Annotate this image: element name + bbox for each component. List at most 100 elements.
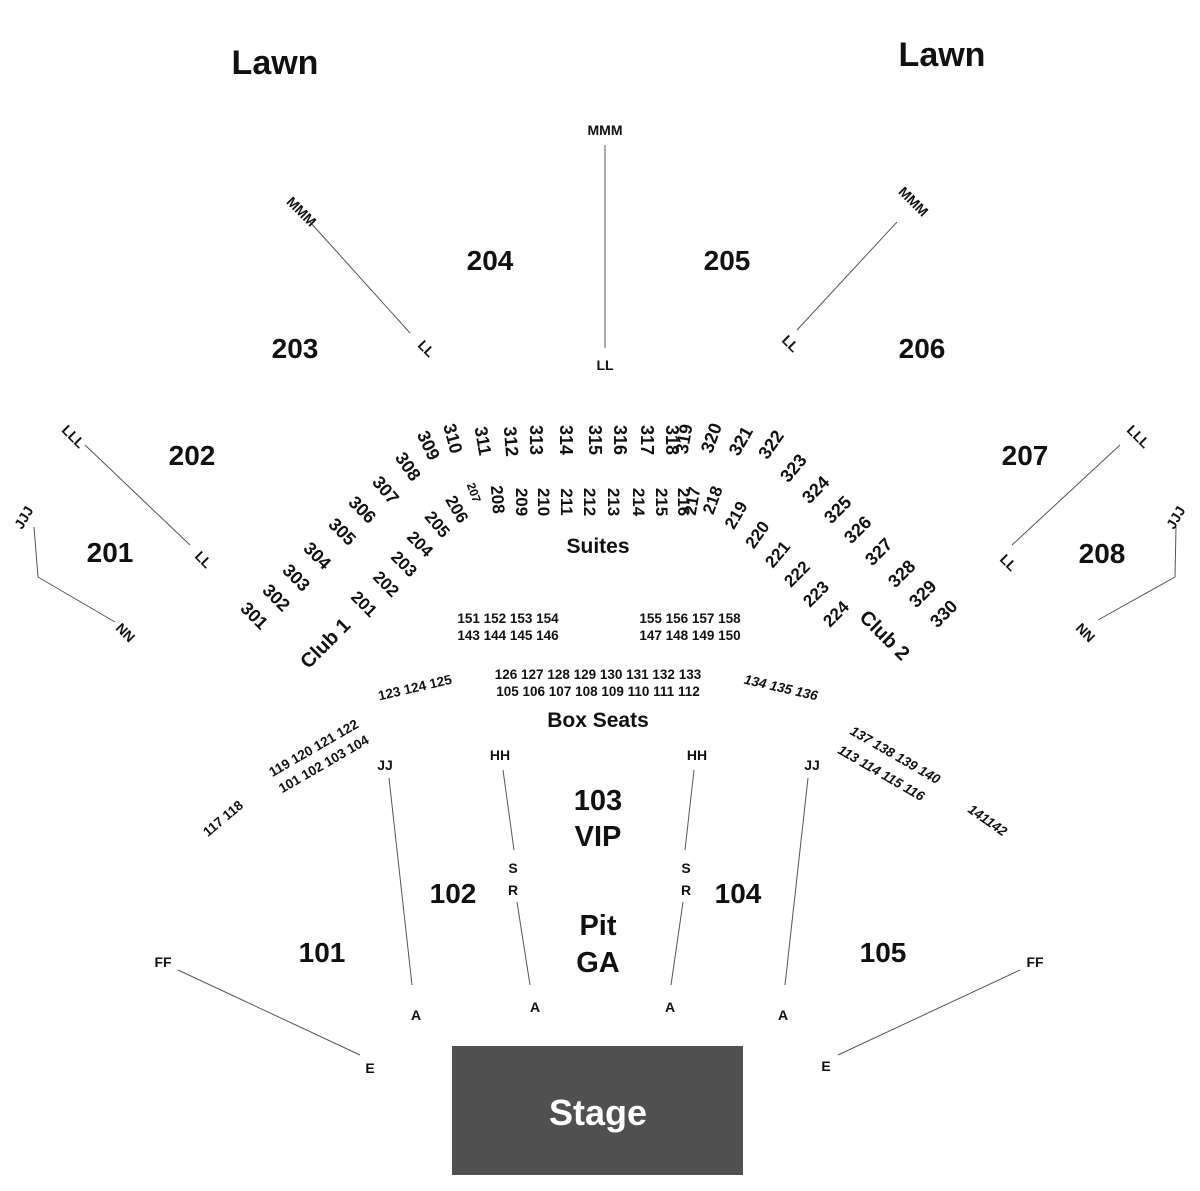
- box-seat-row-left-bottom: 143 144 145 146: [457, 628, 559, 643]
- suite-222: 222: [780, 557, 813, 590]
- box-301: 301: [237, 598, 272, 633]
- row-marker-ll-right-outer: LL: [997, 551, 1021, 575]
- box-306: 306: [345, 492, 380, 527]
- suite-224: 224: [819, 597, 853, 631]
- box-seat-row-right-bottom: 147 148 149 150: [639, 628, 740, 643]
- box-329: 329: [905, 576, 940, 611]
- suite-215: 215: [652, 488, 671, 516]
- section-101: 101: [299, 937, 346, 968]
- row-marker-ll-left-outer: LL: [192, 548, 216, 572]
- suite-207: 207: [464, 481, 484, 505]
- box-330: 330: [926, 596, 961, 631]
- row-marker-jjj-left: JJJ: [11, 503, 37, 531]
- section-201: 201: [87, 537, 134, 568]
- box-seat-row-center-bottom: 105 106 107 108 109 110 111 112: [496, 684, 699, 699]
- row-marker-ll-right-inner: LL: [779, 332, 803, 356]
- row-marker-nn-left: NN: [113, 620, 139, 646]
- box-seat-row-left-arc-upper: 123 124 125: [377, 672, 454, 704]
- box-327: 327: [861, 534, 896, 569]
- row-marker-nn-right: NN: [1073, 620, 1099, 646]
- box-304: 304: [300, 538, 335, 573]
- box-321: 321: [725, 423, 757, 459]
- row-marker-s-right: S: [681, 860, 690, 876]
- suite-201: 201: [347, 587, 380, 620]
- box-313: 313: [526, 425, 546, 455]
- row-marker-mmm-right: MMM: [896, 183, 932, 219]
- box-seat-row-left-top: 151 152 153 154: [457, 611, 559, 626]
- box-323: 323: [776, 450, 811, 486]
- row-marker-e-left: E: [365, 1060, 374, 1076]
- section-208: 208: [1079, 538, 1126, 569]
- suite-216: 216: [674, 488, 693, 516]
- box-316: 316: [610, 425, 630, 455]
- box-305: 305: [325, 514, 360, 549]
- row-marker-ff-right: FF: [1026, 954, 1044, 970]
- row-marker-jj-right: JJ: [804, 757, 820, 773]
- suite-211: 211: [557, 488, 576, 515]
- box-307: 307: [368, 472, 403, 508]
- box-seat-row-center-top: 126 127 128 129 130 131 132 133: [495, 667, 702, 682]
- club-1-label: Club 1: [296, 614, 355, 673]
- lawn-label-left: Lawn: [232, 44, 319, 82]
- suite-210: 210: [534, 488, 553, 516]
- section-204: 204: [467, 245, 514, 276]
- row-marker-s-left: S: [508, 860, 517, 876]
- section-206: 206: [899, 333, 946, 364]
- box-319: 319: [672, 422, 697, 455]
- row-marker-r-left: R: [508, 882, 518, 898]
- section-102: 102: [430, 878, 477, 909]
- suite-209: 209: [512, 488, 531, 516]
- row-marker-lll-left: LLL: [59, 422, 89, 452]
- suite-212: 212: [580, 488, 599, 516]
- box-326: 326: [840, 512, 875, 547]
- section-202: 202: [169, 440, 216, 471]
- box-324: 324: [798, 472, 833, 507]
- suite-214: 214: [629, 488, 648, 517]
- section-207: 207: [1002, 440, 1049, 471]
- box-seat-row-left-far: 117 118: [200, 797, 246, 839]
- suite-221: 221: [761, 537, 794, 571]
- section-103-number: 103: [574, 785, 622, 817]
- section-103-vip-label: VIP: [575, 821, 622, 853]
- suite-219: 219: [721, 498, 752, 532]
- row-marker-e-right: E: [821, 1058, 830, 1074]
- box-314: 314: [556, 425, 576, 455]
- row-marker-mmm-left: MMM: [284, 193, 320, 229]
- box-310: 310: [439, 421, 466, 455]
- suite-213: 213: [604, 488, 623, 516]
- row-marker-a-right-outer: A: [778, 1007, 788, 1023]
- box-312: 312: [500, 426, 523, 458]
- row-marker-lll-right: LLL: [1124, 422, 1154, 452]
- box-317: 317: [637, 425, 657, 455]
- suite-202: 202: [369, 567, 402, 600]
- box-308: 308: [391, 449, 425, 485]
- row-marker-mmm-center: MMM: [588, 122, 623, 138]
- box-311: 311: [471, 425, 496, 457]
- box-315: 315: [585, 425, 605, 455]
- row-marker-ff-left: FF: [154, 954, 172, 970]
- row-marker-a-left-outer: A: [411, 1007, 421, 1023]
- row-marker-ll-center: LL: [596, 357, 614, 373]
- section-205: 205: [704, 245, 751, 276]
- box-309: 309: [413, 428, 444, 464]
- suite-217: 217: [681, 485, 705, 516]
- box-318: 318: [662, 425, 682, 455]
- box-322: 322: [754, 427, 788, 463]
- club-2-label: Club 2: [855, 606, 914, 665]
- section-105: 105: [860, 937, 907, 968]
- box-seat-row-right-arc-upper: 134 135 136: [743, 672, 820, 704]
- section-104: 104: [715, 878, 762, 909]
- box-320: 320: [697, 420, 726, 455]
- row-marker-r-right: R: [681, 882, 691, 898]
- lawn-label-right: Lawn: [899, 36, 986, 74]
- row-marker-ll-left-inner: LL: [415, 337, 439, 361]
- row-marker-a-left-inner: A: [530, 999, 540, 1015]
- box-seat-row-right-far: 141142: [965, 802, 1010, 840]
- box-seat-row-right-top: 155 156 157 158: [639, 611, 741, 626]
- stage-label: Stage: [549, 1092, 647, 1133]
- row-marker-a-right-inner: A: [665, 999, 675, 1015]
- suite-208: 208: [487, 485, 508, 515]
- suite-223: 223: [799, 577, 832, 610]
- suites-label: Suites: [566, 535, 629, 558]
